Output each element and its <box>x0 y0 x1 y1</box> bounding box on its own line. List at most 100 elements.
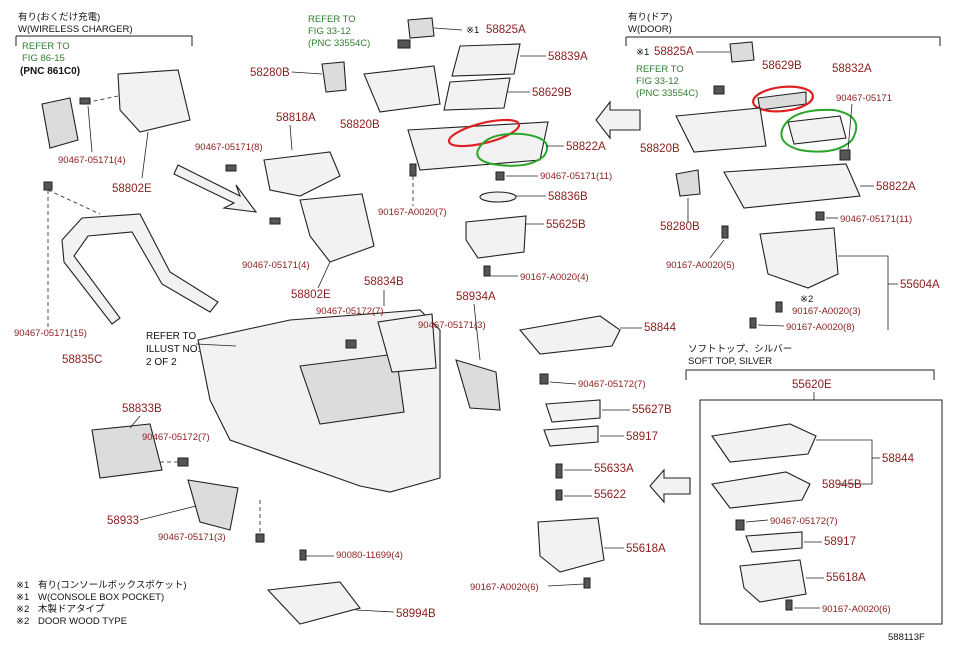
highlight-green-center <box>476 132 549 167</box>
refer-illust-2: ILLUST NO. <box>146 344 200 355</box>
screw-6b <box>785 599 793 611</box>
clip-15 <box>43 181 53 191</box>
direction-arrow-left <box>173 164 258 213</box>
tray-58629B <box>443 77 511 111</box>
panel-58822A-r <box>723 163 861 209</box>
note-1-text: 有り(コンソールボックスポケット) <box>38 579 187 591</box>
trim-58839A <box>451 43 521 77</box>
label-55604A: 55604A <box>900 279 940 291</box>
label-58802E-a: 58802E <box>112 183 152 195</box>
pocket-58825A <box>407 17 435 39</box>
highlight-red-center <box>447 118 521 148</box>
bolt-90080 <box>299 549 307 561</box>
label-90167-A0020-8: 90167-A0020(8) <box>786 322 855 333</box>
label-58836B: 58836B <box>548 191 588 203</box>
label-90167-A0020-6b: 90167-A0020(6) <box>822 604 891 615</box>
bezel-58820B <box>363 65 441 113</box>
label-90467-05171-3a: 90467-05171(3) <box>418 320 486 331</box>
diagram-id: 588113F <box>888 632 925 643</box>
label-58825A-c: 58825A <box>486 24 526 36</box>
screw-5 <box>721 225 729 239</box>
label-90467-05172-7d: 90467-05172(7) <box>770 516 838 527</box>
label-90167-A0020-4: 90167-A0020(4) <box>520 272 589 283</box>
label-58844-a: 58844 <box>644 322 677 334</box>
label-58945B: 58945B <box>822 479 862 491</box>
wireless-refer-3: (PNC 861C0) <box>20 66 80 77</box>
door-title-jp: 有り(ドア) <box>628 11 672 23</box>
arrow-to-door-variant <box>595 100 641 140</box>
side-trim-58835C <box>61 213 219 325</box>
label-58822A-r: 58822A <box>876 181 916 193</box>
mat-58917a <box>543 425 599 447</box>
refer-illust-3: 2 OF 2 <box>146 357 177 368</box>
label-55633A: 55633A <box>594 463 634 475</box>
label-55620E: 55620E <box>792 379 832 391</box>
refer-illust-1: REFER TO <box>146 331 196 342</box>
clip-11c <box>495 171 505 181</box>
label-58280B-r: 58280B <box>660 221 700 233</box>
label-58820B-r: 58820B <box>640 143 680 155</box>
switch-right <box>713 85 725 95</box>
label-55627B: 55627B <box>632 404 672 416</box>
wireless-title-jp: 有り(おくだけ充電) <box>18 11 100 23</box>
cover-58834B <box>377 313 437 373</box>
pocket-58825A-r <box>729 41 755 63</box>
pocket-58934A <box>455 359 501 411</box>
label-58917-b: 58917 <box>824 536 856 548</box>
label-58835C: 58835C <box>62 354 102 366</box>
label-90467-05171-8: 90467-05171(8) <box>195 142 263 153</box>
highlight-red-right <box>752 85 814 113</box>
right-refer-2: FIG 33-12 <box>636 76 679 87</box>
arrow-to-soft-top <box>649 468 691 504</box>
label-55618A-b: 55618A <box>826 572 866 584</box>
soft-top-jp: ソフトトップ、シルバー <box>688 344 792 355</box>
charger-bracket-58802E <box>117 69 191 133</box>
knob-58280B-r <box>675 169 701 197</box>
label-90467-05172-7c: 90467-05172(7) <box>578 379 646 390</box>
label-90467-05171-r: 90467-05171 <box>836 93 892 104</box>
bracket-58802E-b <box>299 193 375 263</box>
label-90467-05171-3b: 90467-05171(3) <box>158 532 226 543</box>
label-58933: 58933 <box>107 515 139 527</box>
console-compartment <box>299 353 405 425</box>
label-90467-05171-15: 90467-05171(15) <box>14 328 87 339</box>
screw-6a <box>583 577 591 589</box>
door-title-en: W(DOOR) <box>628 24 672 35</box>
label-58825A-r: 58825A <box>654 46 694 58</box>
center-refer-1: REFER TO <box>308 14 356 25</box>
clip-4b <box>269 217 281 225</box>
top-58844a <box>518 315 621 355</box>
label-90467-05172-7a: 90467-05172(7) <box>316 306 384 317</box>
label-90467-05171-4a: 90467-05171(4) <box>58 155 126 166</box>
clip-90467 <box>79 97 91 105</box>
top-58844b <box>711 423 817 463</box>
clip-8 <box>225 164 237 172</box>
label-58834B: 58834B <box>364 276 404 288</box>
label-58833B: 58833B <box>122 403 162 415</box>
panel-58818A <box>263 151 341 197</box>
label-58832A: 58832A <box>832 63 872 75</box>
clip-right <box>839 149 851 161</box>
holder-55618A-b <box>739 559 807 603</box>
lid-58833B <box>91 423 163 479</box>
soft-top-en: SOFT TOP, SILVER <box>688 356 772 367</box>
door-bracket-line <box>626 36 941 46</box>
note-2-text: W(CONSOLE BOX POCKET) <box>38 592 164 603</box>
clip-3b <box>255 533 265 543</box>
label-90467-05171-4b: 90467-05171(4) <box>242 260 310 271</box>
soft-top-bracket <box>686 369 935 380</box>
holder-55625B <box>465 215 527 259</box>
label-90467-05171-11c: 90467-05171(11) <box>540 171 612 182</box>
label-55625B: 55625B <box>546 219 586 231</box>
marker-m2: ※2 <box>800 294 813 305</box>
screw-4 <box>483 265 491 277</box>
label-58839A: 58839A <box>548 51 588 63</box>
panel-58933 <box>187 479 239 531</box>
holder-55618A-a <box>537 517 605 573</box>
label-90167-A0020-7: 90167-A0020(7) <box>378 207 447 218</box>
screw-8 <box>749 317 757 329</box>
topper-58945B <box>711 471 811 509</box>
label-58994B: 58994B <box>396 608 436 620</box>
bracket-58994B <box>266 581 361 625</box>
